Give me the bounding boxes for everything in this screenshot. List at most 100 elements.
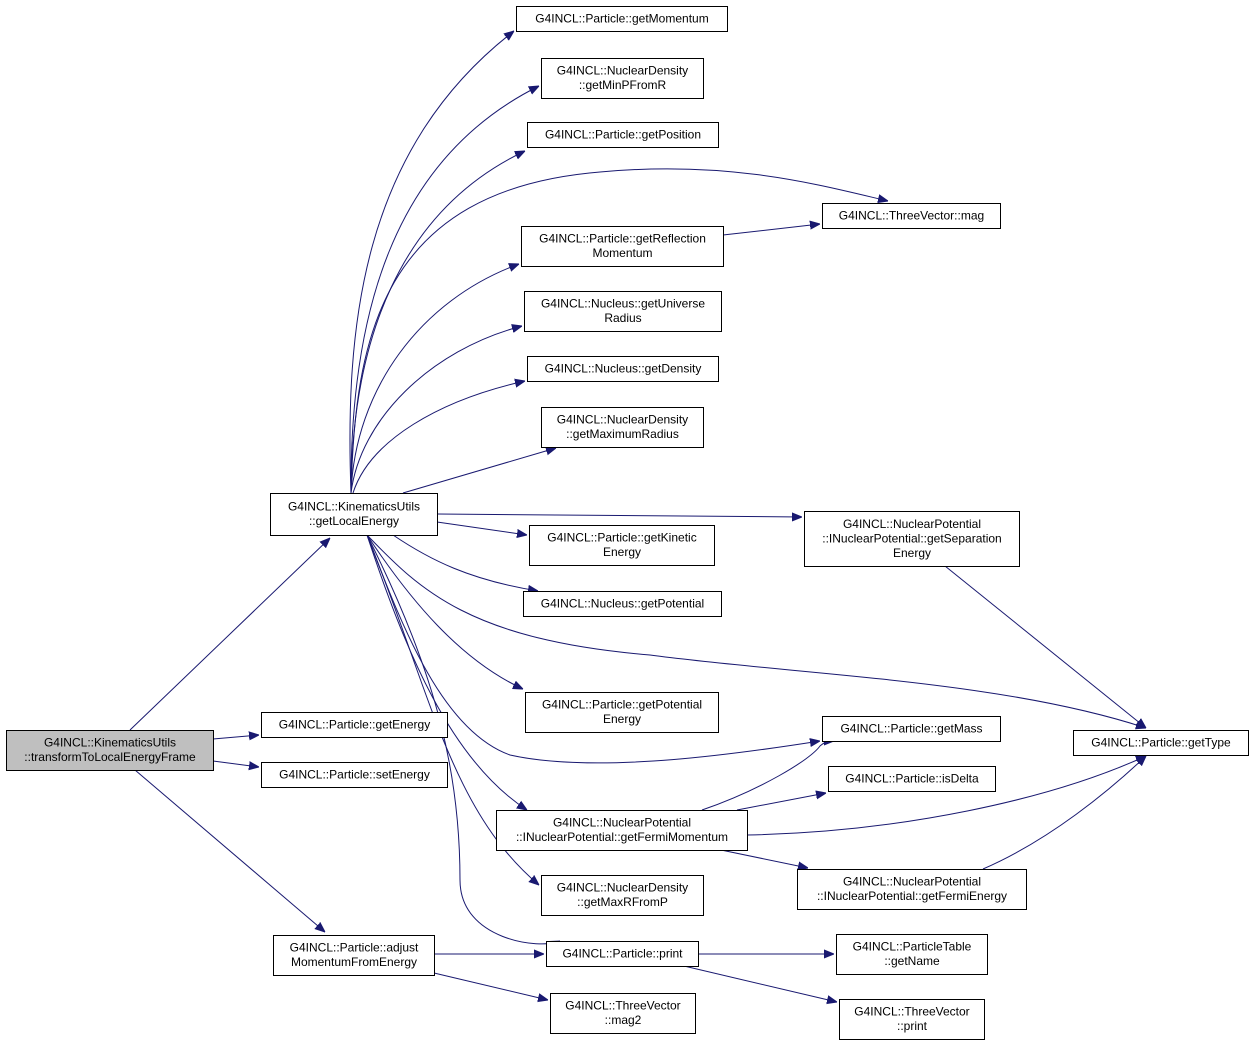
edge-getFermiEnergy-to-getType: [982, 756, 1146, 870]
edge-getLocalEnergy-to-getPosition: [350, 151, 525, 494]
node-mag2[interactable]: G4INCL::ThreeVector::mag2: [550, 993, 696, 1034]
node-getPotential[interactable]: G4INCL::Nucleus::getPotential: [523, 591, 722, 617]
node-box: [261, 762, 448, 788]
node-label: G4INCL::NuclearDensity: [557, 64, 688, 78]
edge-getLocalEnergy-to-getMaximumRadius: [402, 448, 556, 494]
node-box: [828, 766, 996, 792]
node-label: G4INCL::ThreeVector: [854, 1005, 969, 1019]
node-label: Energy: [603, 545, 641, 559]
node-box: [273, 935, 435, 976]
node-getFermiMomentum[interactable]: G4INCL::NuclearPotential::INuclearPotent…: [496, 810, 748, 851]
edge-getLocalEnergy-to-getKineticEnergy: [436, 521, 527, 535]
node-getMaxRFromP[interactable]: G4INCL::NuclearDensity::getMaxRFromP: [541, 875, 704, 916]
node-print[interactable]: G4INCL::Particle::print: [546, 941, 699, 967]
node-box: [496, 810, 748, 851]
node-label: G4INCL::NuclearPotential: [843, 517, 981, 531]
node-label: G4INCL::Nucleus::getPotential: [541, 596, 704, 610]
node-label: Momentum: [592, 246, 652, 260]
node-label: G4INCL::NuclearPotential: [843, 875, 981, 889]
node-label: ::transformToLocalEnergyFrame: [24, 750, 196, 764]
node-label: ::mag2: [605, 1013, 642, 1027]
node-label: G4INCL::Nucleus::getUniverse: [541, 297, 705, 311]
node-setEnergy[interactable]: G4INCL::Particle::setEnergy: [261, 762, 448, 788]
edge-getLocalEnergy-to-getReflectionMomentum: [350, 264, 519, 494]
edge-getLocalEnergy-to-getPotentialEnergy: [366, 534, 523, 689]
node-label: G4INCL::ThreeVector::mag: [839, 208, 984, 222]
node-label: G4INCL::NuclearPotential: [553, 816, 691, 830]
node-box: [541, 407, 704, 448]
edge-getLocalEnergy-to-getFermiMomentum: [366, 534, 527, 810]
node-label: G4INCL::Particle::getType: [1091, 735, 1231, 749]
edge-getLocalEnergy-to-getType: [366, 534, 1146, 728]
edge-adjustMomentum-to-mag2: [433, 972, 548, 1000]
node-box: [1073, 730, 1249, 756]
node-adjustMomentum[interactable]: G4INCL::Particle::adjustMomentumFromEner…: [273, 935, 435, 976]
node-box: [527, 356, 719, 382]
node-label: Energy: [603, 712, 641, 726]
node-getType[interactable]: G4INCL::Particle::getType: [1073, 730, 1249, 756]
node-box: [521, 226, 724, 267]
node-box: [261, 712, 448, 738]
node-isDelta[interactable]: G4INCL::Particle::isDelta: [828, 766, 996, 792]
node-label: G4INCL::Particle::getMomentum: [535, 11, 708, 25]
node-box: [270, 493, 438, 536]
node-box: [6, 730, 214, 771]
node-box: [804, 511, 1020, 567]
edge-getLocalEnergy-to-getMass: [366, 534, 820, 764]
node-label: Energy: [893, 546, 931, 560]
node-label: G4INCL::KinematicsUtils: [288, 500, 420, 514]
node-root[interactable]: G4INCL::KinematicsUtils::transformToLoca…: [6, 730, 214, 771]
node-box: [527, 122, 719, 148]
node-label: Radius: [604, 311, 641, 325]
node-getPosition[interactable]: G4INCL::Particle::getPosition: [527, 122, 719, 148]
edge-getLocalEnergy-to-mag: [350, 168, 888, 494]
node-label: ::INuclearPotential::getSeparation: [822, 531, 1001, 545]
node-tvPrint[interactable]: G4INCL::ThreeVector::print: [839, 999, 985, 1040]
node-box: [524, 291, 722, 332]
node-getFermiEnergy[interactable]: G4INCL::NuclearPotential::INuclearPotent…: [797, 869, 1027, 910]
node-label: ::INuclearPotential::getFermiEnergy: [817, 889, 1007, 903]
node-getMinPFromR[interactable]: G4INCL::NuclearDensity::getMinPFromR: [541, 58, 704, 99]
node-box: [529, 525, 715, 566]
edge-getLocalEnergy-to-print: [366, 534, 560, 944]
edge-root-to-setEnergy: [212, 760, 259, 767]
node-label: ::getLocalEnergy: [309, 514, 399, 528]
edge-getFermiMomentum-to-isDelta: [736, 793, 826, 811]
edge-getLocalEnergy-to-getPotential: [392, 534, 538, 591]
node-getName[interactable]: G4INCL::ParticleTable::getName: [836, 934, 988, 975]
node-getLocalEnergy[interactable]: G4INCL::KinematicsUtils::getLocalEnergy: [270, 493, 438, 536]
node-label: G4INCL::ParticleTable: [853, 940, 972, 954]
edge-getLocalEnergy-to-getMinPFromR: [350, 86, 539, 494]
edge-root-to-adjustMomentum: [134, 769, 325, 932]
node-label: G4INCL::Particle::getPosition: [545, 127, 701, 141]
node-box: [523, 591, 722, 617]
node-getEnergy[interactable]: G4INCL::Particle::getEnergy: [261, 712, 448, 738]
node-box: [822, 203, 1001, 229]
node-label: ::getMaxRFromP: [577, 895, 668, 909]
node-label: ::getMinPFromR: [579, 78, 667, 92]
node-box: [541, 875, 704, 916]
node-getMaximumRadius[interactable]: G4INCL::NuclearDensity::getMaximumRadius: [541, 407, 704, 448]
edge-getFermiMomentum-to-getType: [746, 756, 1146, 836]
edge-getLocalEnergy-to-getSeparationEnergy: [436, 514, 802, 517]
node-label: ::getMaximumRadius: [566, 427, 679, 441]
node-label: G4INCL::NuclearDensity: [557, 413, 688, 427]
node-getMomentum[interactable]: G4INCL::Particle::getMomentum: [516, 6, 728, 32]
edge-getFermiMomentum-to-getMass: [701, 741, 834, 811]
node-getSeparationEnergy[interactable]: G4INCL::NuclearPotential::INuclearPotent…: [804, 511, 1020, 567]
node-getMass[interactable]: G4INCL::Particle::getMass: [822, 716, 1001, 742]
edge-print-to-tvPrint: [683, 965, 837, 1002]
edge-getSeparationEnergy-to-getType: [944, 565, 1146, 728]
node-getDensity[interactable]: G4INCL::Nucleus::getDensity: [527, 356, 719, 382]
node-mag[interactable]: G4INCL::ThreeVector::mag: [822, 203, 1001, 229]
node-label: G4INCL::ThreeVector: [565, 999, 680, 1013]
edge-getFermiMomentum-to-getFermiEnergy: [720, 849, 808, 868]
node-label: G4INCL::KinematicsUtils: [44, 736, 176, 750]
edge-getReflectionMomentum-to-mag: [722, 224, 820, 236]
node-box: [839, 999, 985, 1040]
